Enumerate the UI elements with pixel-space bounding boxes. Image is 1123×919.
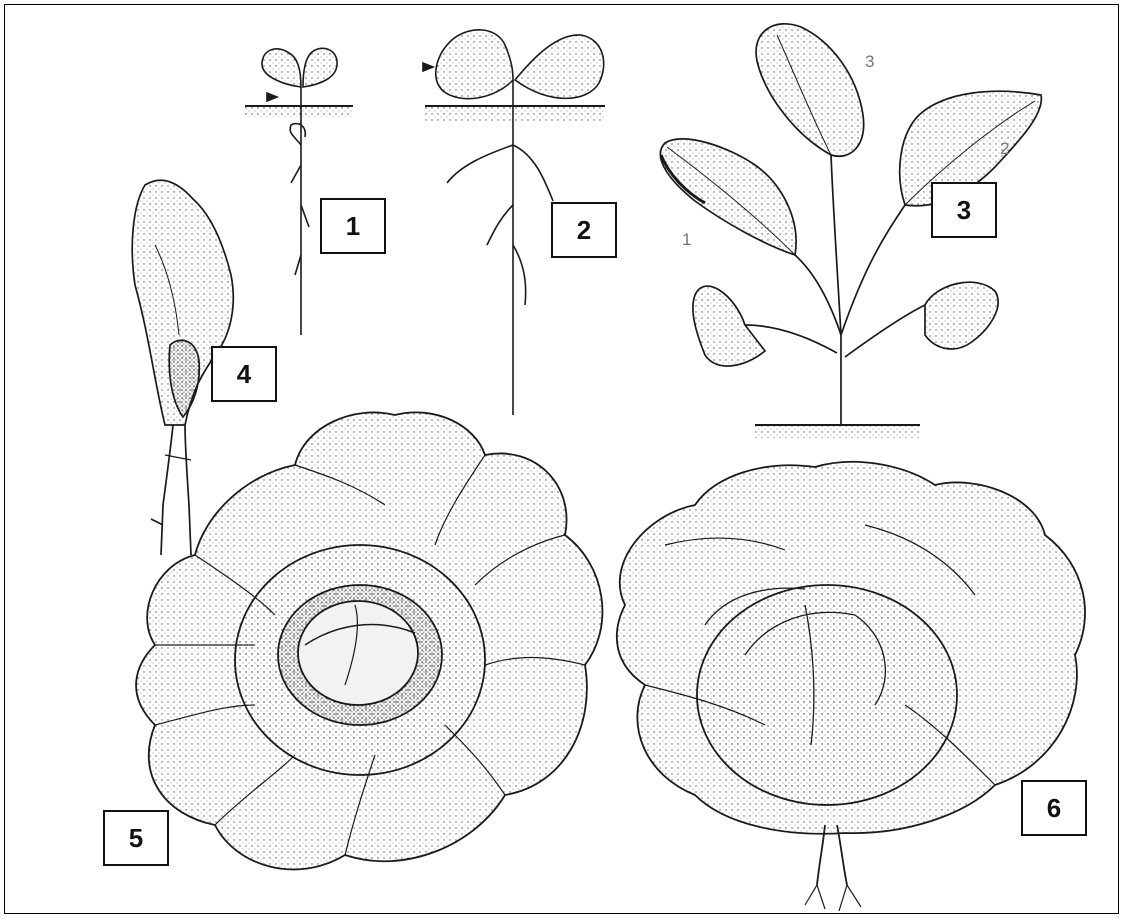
cabbage-rosette-stage-5 xyxy=(136,412,602,869)
seedling-stage-1 xyxy=(245,48,353,335)
stage-label-5-text: 5 xyxy=(129,823,143,854)
stage-label-3: 3 xyxy=(931,182,997,238)
stage-label-4: 4 xyxy=(211,346,277,402)
stage-label-6: 6 xyxy=(1021,780,1087,836)
leaf-number-1: 1 xyxy=(682,230,691,250)
diagram-frame: 3 2 1 1 2 3 4 5 6 xyxy=(4,4,1119,914)
cabbage-head-stage-6 xyxy=(617,462,1085,911)
stage-label-3-text: 3 xyxy=(957,195,971,226)
stage-label-4-text: 4 xyxy=(237,359,251,390)
leaf-number-2: 2 xyxy=(1000,139,1009,159)
stage-label-2: 2 xyxy=(551,202,617,258)
stage-label-5: 5 xyxy=(103,810,169,866)
cabbage-growth-illustration xyxy=(5,5,1118,913)
stage-label-1: 1 xyxy=(320,198,386,254)
leaf-number-3: 3 xyxy=(865,52,874,72)
stage-label-1-text: 1 xyxy=(346,211,360,242)
stage-label-2-text: 2 xyxy=(577,215,591,246)
stage-label-6-text: 6 xyxy=(1047,793,1061,824)
